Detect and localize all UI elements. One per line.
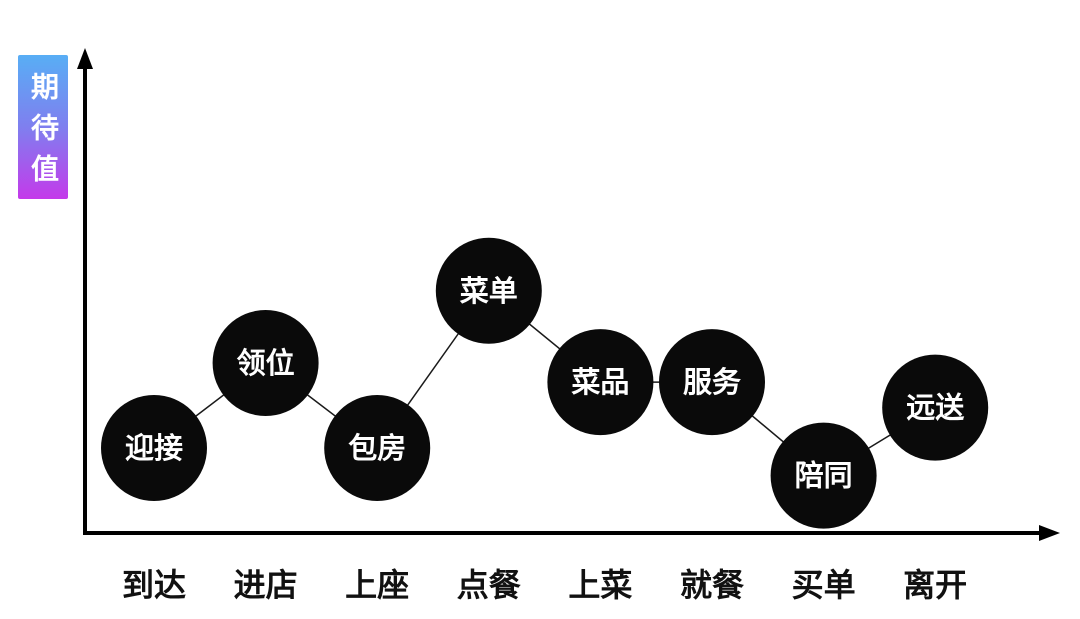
touchpoint-label: 远送	[906, 392, 964, 425]
touchpoint-node: 陪同	[770, 422, 877, 529]
x-axis-stage-label: 进店	[233, 567, 298, 603]
touchpoint-circle	[435, 237, 542, 344]
touchpoint-circle	[212, 310, 319, 416]
touchpoint-circle	[101, 395, 207, 501]
y-axis-label-box: 期待值	[18, 55, 68, 199]
touchpoint-label: 陪同	[795, 459, 853, 493]
x-axis-stage-label: 上座	[345, 567, 410, 603]
touchpoint-node: 服务	[659, 329, 765, 436]
x-axis-arrow-icon	[1039, 525, 1060, 541]
touchpoint-node: 菜单	[435, 237, 542, 344]
y-axis-label: 期待值	[28, 72, 59, 195]
touchpoint-label: 菜单	[460, 275, 518, 308]
x-axis-stage-label: 上菜	[568, 567, 633, 603]
touchpoint-label: 菜品	[571, 366, 629, 399]
touchpoint-circle	[659, 329, 765, 436]
touchpoint-circle	[882, 354, 989, 461]
touchpoint-label: 领位	[237, 346, 295, 380]
touchpoint-node: 领位	[212, 310, 319, 416]
x-axis-stage-label: 就餐	[679, 567, 745, 603]
touchpoint-node: 远送	[882, 354, 989, 461]
touchpoint-circle	[770, 422, 877, 529]
x-axis-stage-label: 点餐	[456, 567, 521, 603]
x-axis-stage-label: 离开	[903, 567, 968, 603]
x-axis-stage-label: 到达	[121, 567, 187, 603]
touchpoint-circle	[324, 395, 431, 501]
touchpoint-node: 菜品	[547, 329, 654, 436]
touchpoint-node: 迎接	[101, 395, 207, 501]
x-axis-stage-label: 买单	[791, 567, 856, 603]
y-axis-arrow-icon	[77, 48, 93, 69]
touchpoint-label: 服务	[683, 366, 741, 399]
touchpoint-node: 包房	[324, 395, 431, 501]
touchpoint-circle	[547, 329, 654, 436]
touchpoint-label: 包房	[348, 431, 406, 465]
touchpoint-label: 迎接	[125, 432, 183, 465]
